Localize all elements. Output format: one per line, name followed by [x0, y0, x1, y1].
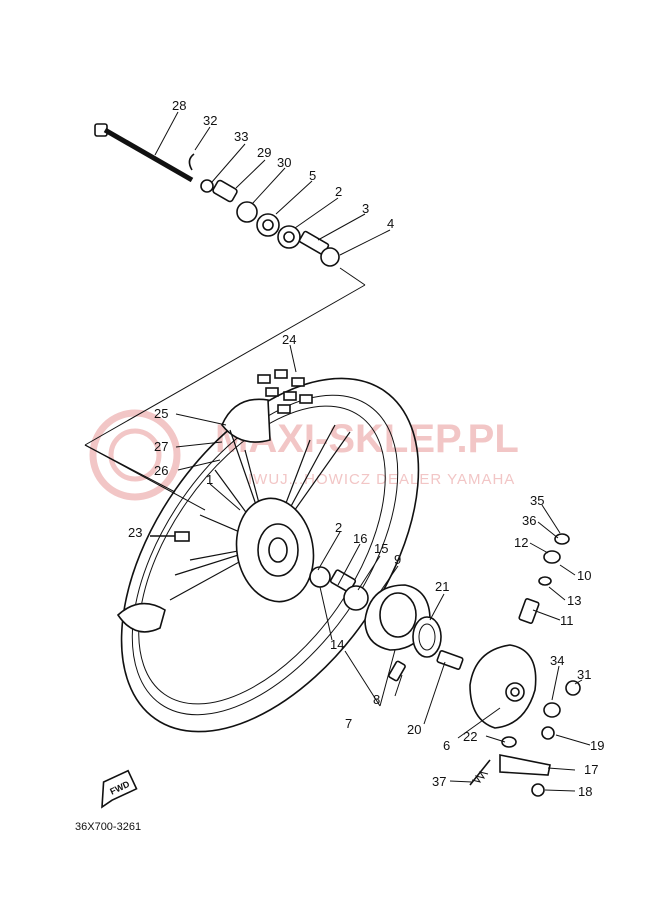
label-17: 17	[584, 762, 598, 777]
label-30: 30	[277, 155, 291, 170]
brake-assembly	[309, 533, 581, 797]
label-23: 23	[128, 525, 142, 540]
label-8: 8	[373, 692, 380, 707]
tube-section	[116, 602, 166, 633]
nut-19	[541, 726, 555, 740]
brake-arm	[499, 754, 551, 776]
fwd-direction-badge: FWD	[101, 769, 138, 809]
label-24: 24	[282, 332, 296, 347]
label-9: 9	[394, 552, 401, 567]
speedometer-drive	[518, 598, 540, 624]
label-7: 7	[345, 716, 352, 731]
label-13: 13	[567, 593, 581, 608]
wheel	[116, 369, 420, 733]
o-ring	[412, 616, 442, 658]
label-35: 35	[530, 493, 544, 508]
label-3: 3	[362, 201, 369, 216]
inner-tube	[221, 398, 271, 443]
axle-assembly	[84, 123, 366, 511]
label-21: 21	[435, 579, 449, 594]
collar	[212, 179, 238, 203]
label-1: 1	[206, 472, 213, 487]
label-20: 20	[407, 722, 421, 737]
oil-seal	[236, 201, 258, 223]
label-25: 25	[154, 406, 168, 421]
label-14: 14	[330, 637, 344, 652]
label-37: 37	[432, 774, 446, 789]
washer	[200, 179, 214, 193]
axle-shaft	[103, 127, 194, 183]
label-4: 4	[387, 216, 394, 231]
watermark-subtitle: IWUJ...HOWICZ DEALER YAMAHA	[248, 471, 515, 488]
label-34: 34	[550, 653, 564, 668]
bushing	[543, 550, 561, 564]
label-28: 28	[172, 98, 186, 113]
label-2-top: 2	[335, 184, 342, 199]
diagram-code: 36X700-3261	[75, 821, 141, 833]
circlip	[538, 576, 552, 586]
brake-shoe-plate	[469, 644, 537, 729]
label-26: 26	[154, 463, 168, 478]
axle-nut-collar	[320, 247, 340, 267]
valve-cap	[174, 531, 190, 542]
label-5: 5	[309, 168, 316, 183]
cotter-pin	[188, 153, 195, 171]
watermark-logo	[89, 409, 181, 501]
washer-22	[501, 736, 517, 748]
label-12: 12	[514, 535, 528, 550]
label-16: 16	[353, 531, 367, 546]
tire-outer	[120, 377, 420, 733]
label-27: 27	[154, 439, 168, 454]
label-2-hub: 2	[335, 520, 342, 535]
washer-top	[554, 533, 570, 545]
label-15: 15	[374, 541, 388, 556]
label-32: 32	[203, 113, 217, 128]
speedometer-gear	[436, 650, 464, 670]
label-10: 10	[577, 568, 591, 583]
rim-inner	[138, 405, 386, 705]
label-11: 11	[560, 613, 574, 628]
leader-lines	[154, 111, 591, 792]
label-36: 36	[522, 513, 536, 528]
label-33: 33	[234, 129, 248, 144]
label-29: 29	[257, 145, 271, 160]
label-19: 19	[590, 738, 604, 753]
tire-tread	[257, 369, 313, 414]
bearing-hub	[309, 566, 331, 588]
label-18: 18	[578, 784, 592, 799]
oil-seal-hub	[343, 585, 369, 611]
fwd-arrow-icon	[101, 769, 138, 809]
bolt-18	[531, 783, 545, 797]
label-6: 6	[443, 738, 450, 753]
washer-34	[543, 702, 561, 718]
part-labels: 28 32 33 29 30 5 2 3 4 24 25 27 26 1 23 …	[128, 98, 604, 799]
label-22: 22	[463, 729, 477, 744]
label-31: 31	[577, 667, 591, 682]
nut-31	[565, 680, 581, 696]
brake-spring	[388, 660, 406, 682]
